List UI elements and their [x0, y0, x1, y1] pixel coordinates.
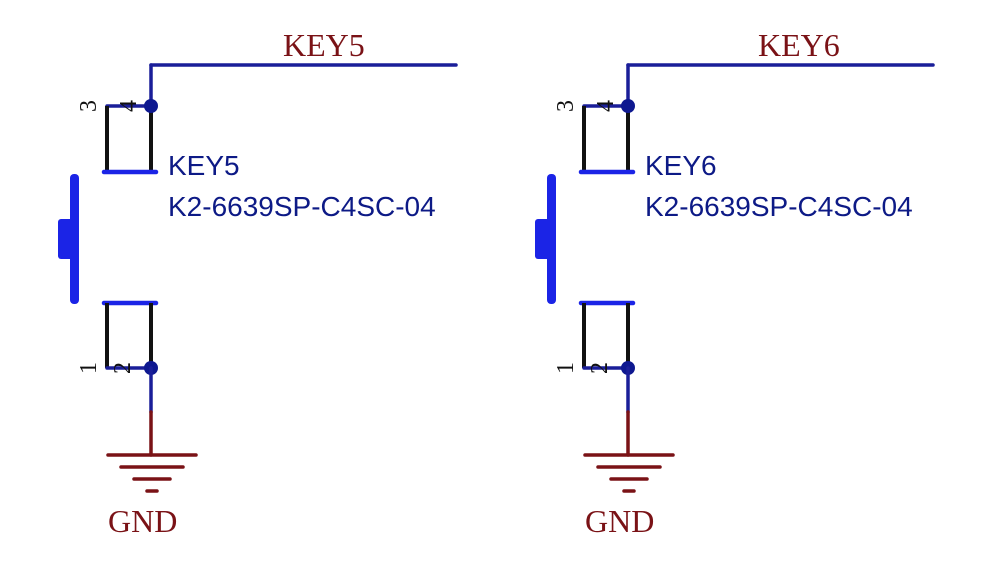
- pin-number-1: 1: [553, 362, 579, 374]
- push-button-plunger: [535, 219, 551, 259]
- net-label-key6[interactable]: KEY6: [758, 27, 840, 63]
- ground-label[interactable]: GND: [585, 503, 654, 539]
- pin-number-2: 2: [110, 362, 136, 374]
- push-button-plunger: [58, 219, 74, 259]
- push-button-actuator: [70, 174, 79, 304]
- net-label-key5[interactable]: KEY5: [283, 27, 365, 63]
- ground-icon: [106, 453, 198, 493]
- pin-number-4: 4: [116, 100, 142, 112]
- ground-icon: [583, 453, 675, 493]
- junction-top: [144, 99, 158, 113]
- part-number-key6[interactable]: K2-6639SP-C4SC-04: [645, 191, 913, 222]
- pin-number-2: 2: [587, 362, 613, 374]
- pin-number-4: 4: [593, 100, 619, 112]
- part-number-key5[interactable]: K2-6639SP-C4SC-04: [168, 191, 436, 222]
- switch-key6[interactable]: KEY6 3 4 1 2 KEY6 K2-6639SP-C4SC-04 GND: [535, 27, 935, 539]
- junction-top: [621, 99, 635, 113]
- push-button-actuator: [547, 174, 556, 304]
- pin-number-3: 3: [553, 100, 579, 112]
- switch-key5[interactable]: KEY5 3 4 1 2 KEY5 K2-6639SP-C4SC-04 GND: [58, 27, 458, 539]
- ground-label[interactable]: GND: [108, 503, 177, 539]
- designator-key6[interactable]: KEY6: [645, 150, 717, 181]
- pin-number-1: 1: [76, 362, 102, 374]
- designator-key5[interactable]: KEY5: [168, 150, 240, 181]
- pin-number-3: 3: [76, 100, 102, 112]
